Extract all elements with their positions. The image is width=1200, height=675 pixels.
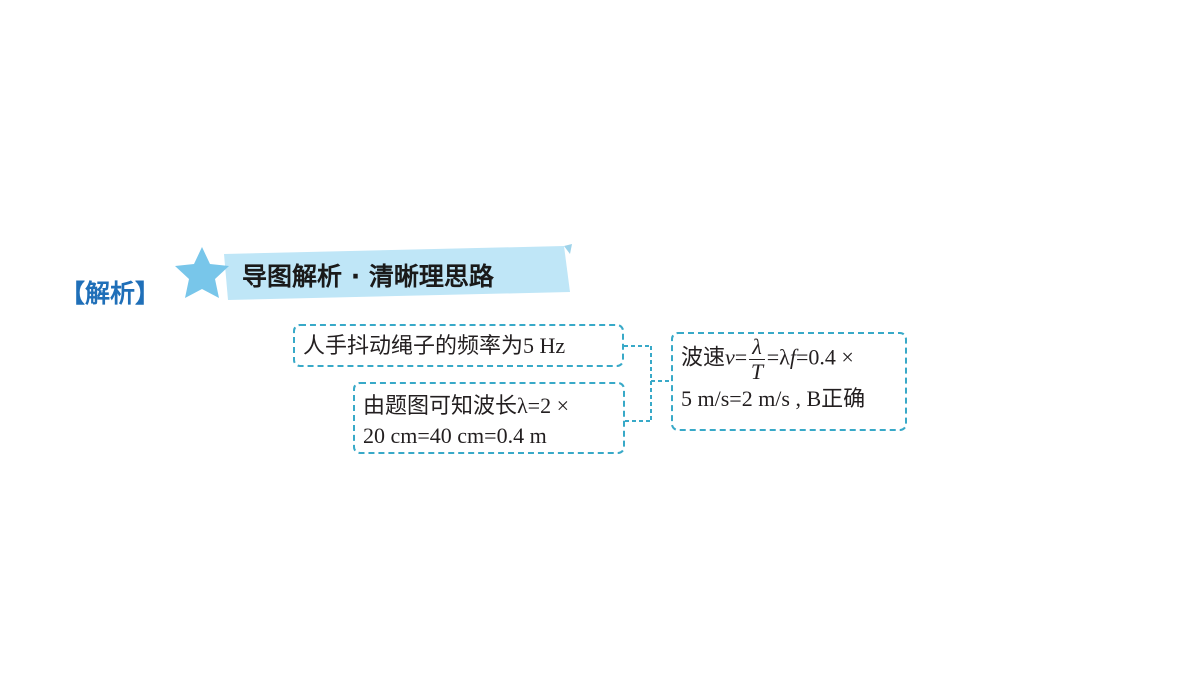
mindmap-node-frequency: 人手抖动绳子的频率为5 Hz — [293, 324, 624, 367]
fraction-denominator: T — [750, 359, 764, 384]
speed-var-v: v — [725, 344, 735, 370]
speed-lambda-f: =λ — [766, 344, 790, 370]
speed-equals: = — [734, 344, 748, 370]
node-speed-line2: 5 m/s=2 m/s , B正确 — [681, 386, 866, 411]
banner-ribbon — [175, 244, 572, 300]
banner-title: 导图解析 · 清晰理思路 — [242, 262, 494, 291]
node-wavelength-line1: 由题图可知波长λ=2 × — [363, 393, 569, 418]
section-banner: 导图解析 · 清晰理思路 — [172, 244, 577, 304]
speed-var-f: f — [789, 344, 796, 370]
analysis-label: 【解析】 — [60, 279, 161, 308]
node-wavelength-line2: 20 cm=40 cm=0.4 m — [363, 423, 547, 448]
mindmap-node-wavelength: 由题图可知波长λ=2 × 20 cm=40 cm=0.4 m — [353, 382, 625, 454]
speed-value: =0.4 × — [795, 344, 854, 370]
speed-prefix: 波速 — [681, 344, 726, 370]
fraction-numerator: λ — [749, 335, 765, 360]
star-icon — [175, 247, 229, 298]
node-frequency-text: 人手抖动绳子的频率为5 Hz — [303, 333, 566, 358]
